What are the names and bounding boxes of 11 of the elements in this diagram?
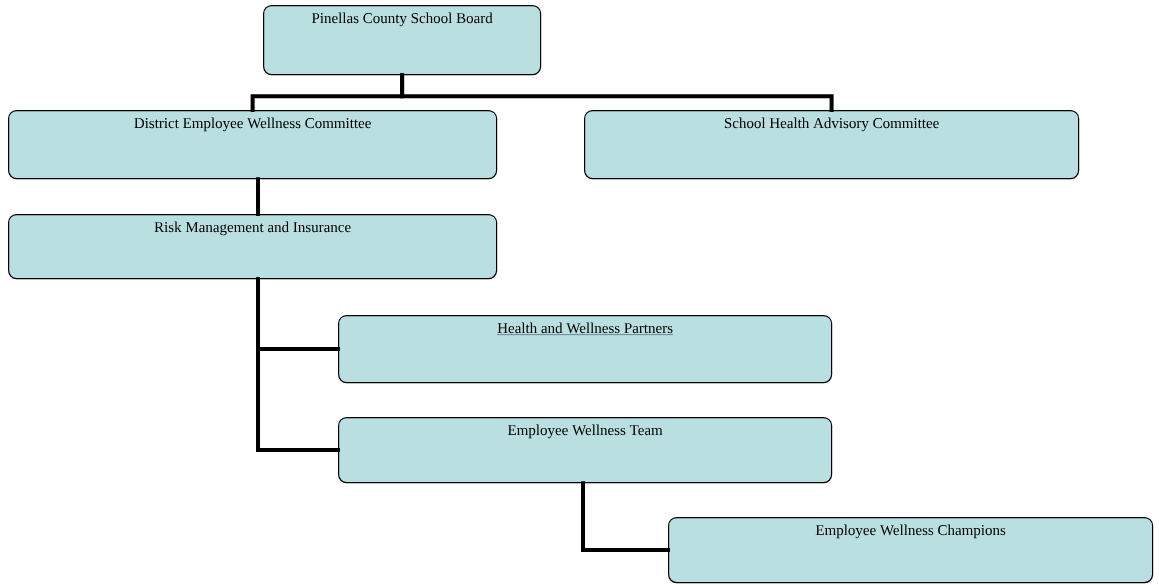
org-box: Employee Wellness Team [338, 417, 833, 484]
connector-line [581, 481, 670, 553]
org-box: Pinellas County School Board [263, 5, 542, 76]
connector-line [256, 277, 340, 453]
org-box: School Health Advisory Committee [584, 110, 1080, 180]
org-box: Risk Management and Insurance [8, 214, 498, 280]
org-box: District Employee Wellness Committee [8, 110, 498, 180]
connector-line [256, 177, 260, 216]
connector-line [400, 73, 834, 112]
org-box: Health and Wellness Partners [338, 315, 833, 384]
org-box: Employee Wellness Champions [668, 517, 1154, 584]
